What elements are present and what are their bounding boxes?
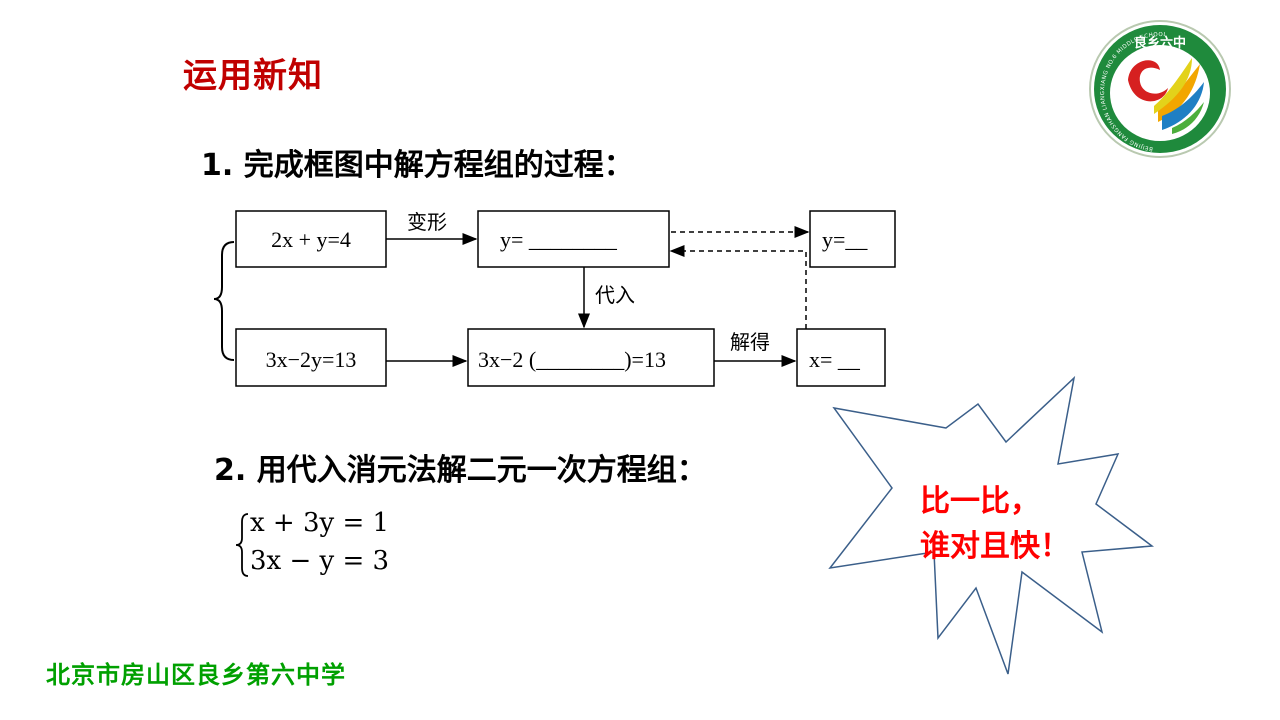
- callout-line-1: 比一比，: [920, 484, 1040, 519]
- callout-line-2: 谁对且快！: [920, 529, 1070, 564]
- x-result-text: x= __: [809, 347, 861, 372]
- substituted-equation-text: 3x−2 (________)=13: [478, 347, 666, 372]
- page-title: 运用新知: [183, 56, 323, 96]
- equation-bottom-text: 3x−2y=13: [266, 347, 357, 372]
- y-result-text: y=__: [822, 227, 868, 252]
- y-result-box: [809, 210, 896, 268]
- system-line-2: 3x − y = 3: [250, 546, 390, 576]
- label-solve: 解得: [730, 330, 770, 354]
- solution-flow-diagram: 2x + y=4 y= ________ y=__ 3x−2y=13 3x−2 …: [213, 210, 896, 387]
- starburst-callout: 比一比， 谁对且快！: [828, 376, 1155, 675]
- question-1: 1. 完成框图中解方程组的过程：: [201, 148, 634, 183]
- dashed-arrow-back-to-y: [669, 245, 807, 329]
- equation-system: x + 3y = 1 3x − y = 3: [234, 508, 434, 580]
- question-2: 2. 用代入消元法解二元一次方程组：: [214, 453, 707, 488]
- left-brace: [213, 241, 235, 361]
- y-expression-box: [477, 210, 670, 268]
- equation-top-text: 2x + y=4: [271, 227, 351, 252]
- school-logo: 良乡六中 BEIJING FANGSHAN LIANGXIANG NO.6 MI…: [1088, 18, 1233, 160]
- label-substitute: 代入: [595, 283, 635, 307]
- equation-top-box: [235, 210, 387, 268]
- y-expression-text: y= ________: [500, 227, 618, 252]
- x-result-box: [796, 328, 886, 387]
- starburst-shape: [828, 376, 1155, 675]
- label-transform: 变形: [407, 210, 447, 234]
- substituted-equation-box: [467, 328, 715, 387]
- logo-text: 良乡六中: [1134, 35, 1186, 51]
- equation-bottom-box: [235, 328, 387, 387]
- system-brace: [235, 513, 249, 577]
- system-line-1: x + 3y = 1: [250, 508, 390, 538]
- school-name-footer: 北京市房山区良乡第六中学: [46, 660, 346, 689]
- logo-emblem-icon: 良乡六中 BEIJING FANGSHAN LIANGXIANG NO.6 MI…: [1089, 20, 1231, 158]
